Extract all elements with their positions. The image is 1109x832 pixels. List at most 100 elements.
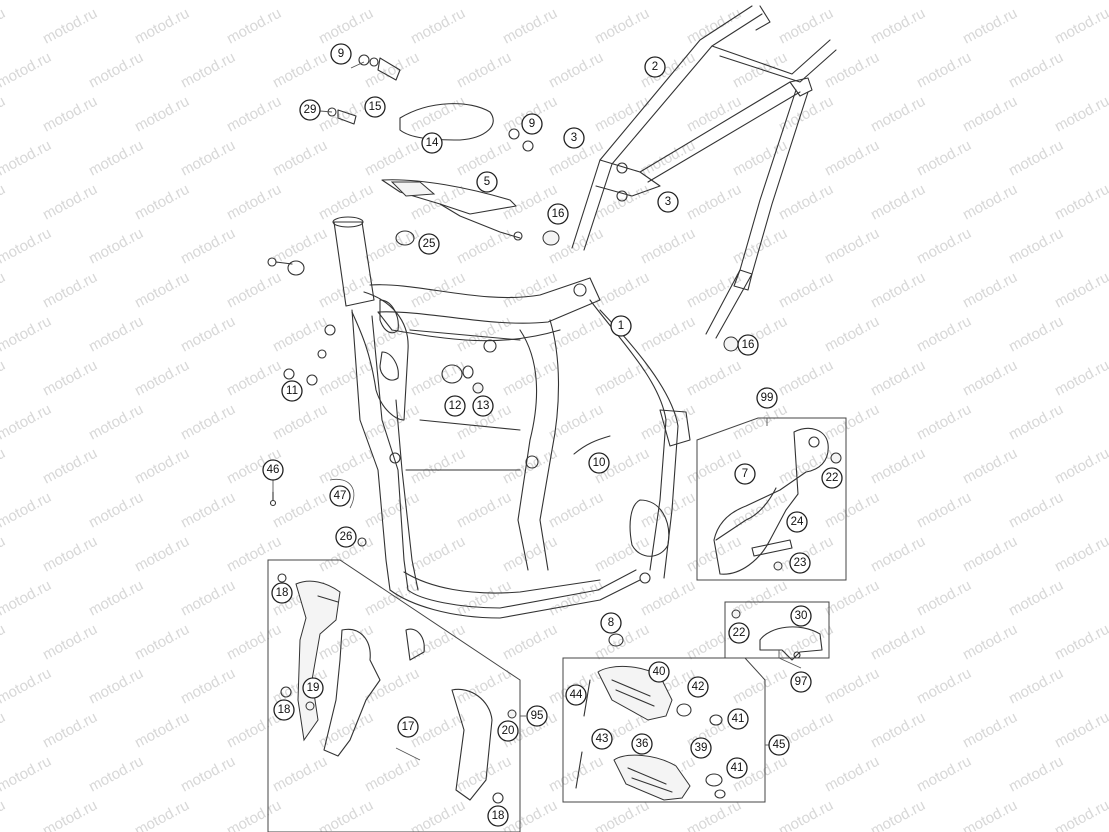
callout-7: 7 (734, 463, 756, 485)
svg-text:30: 30 (795, 610, 808, 622)
svg-text:42: 42 (692, 681, 705, 693)
svg-text:17: 17 (402, 721, 415, 733)
callout-3: 3 (657, 191, 679, 213)
svg-text:15: 15 (369, 101, 382, 113)
svg-text:26: 26 (340, 531, 353, 543)
callout-1: 1 (610, 315, 632, 337)
svg-text:23: 23 (794, 557, 807, 569)
callout-30: 30 (790, 605, 812, 627)
callout-9: 9 (521, 113, 543, 135)
callout-18: 18 (273, 699, 295, 721)
callout-20: 20 (497, 720, 519, 742)
callout-42: 42 (687, 676, 709, 698)
group-95-box (267, 559, 521, 832)
callout-25: 25 (418, 233, 440, 255)
svg-text:2: 2 (652, 61, 658, 73)
svg-text:95: 95 (531, 710, 544, 722)
callout-13: 13 (472, 395, 494, 417)
callout-8: 8 (600, 612, 622, 634)
callout-14: 14 (421, 132, 443, 154)
svg-text:10: 10 (593, 457, 606, 469)
callout-40: 40 (648, 661, 670, 683)
svg-text:20: 20 (502, 725, 515, 737)
callout-3: 3 (563, 127, 585, 149)
svg-text:25: 25 (423, 238, 436, 250)
svg-text:41: 41 (731, 762, 744, 774)
svg-text:97: 97 (795, 676, 808, 688)
callout-46: 46 (262, 459, 284, 481)
callout-16: 16 (547, 203, 569, 225)
callout-9: 9 (330, 43, 352, 65)
callout-45: 45 (768, 734, 790, 756)
svg-text:11: 11 (286, 385, 298, 397)
svg-text:41: 41 (732, 713, 745, 725)
callout-22: 22 (821, 467, 843, 489)
svg-text:44: 44 (570, 689, 583, 701)
callout-44: 44 (565, 684, 587, 706)
svg-text:36: 36 (636, 738, 649, 750)
callout-29: 29 (299, 99, 321, 121)
callout-12: 12 (444, 395, 466, 417)
callout-23: 23 (789, 552, 811, 574)
svg-text:12: 12 (449, 400, 462, 412)
callout-5: 5 (476, 171, 498, 193)
callout-41: 41 (726, 757, 748, 779)
svg-text:9: 9 (529, 118, 535, 130)
svg-text:24: 24 (791, 516, 804, 528)
svg-text:16: 16 (552, 208, 565, 220)
callout-2: 2 (644, 56, 666, 78)
callout-16: 16 (737, 334, 759, 356)
callout-43: 43 (591, 728, 613, 750)
svg-text:9: 9 (338, 48, 344, 60)
svg-text:46: 46 (267, 464, 280, 476)
callout-18: 18 (271, 582, 293, 604)
leader-lines (272, 61, 802, 746)
rear-subframe (571, 5, 837, 339)
callout-39: 39 (690, 737, 712, 759)
group-97-box (724, 601, 830, 661)
svg-text:3: 3 (665, 196, 671, 208)
svg-text:99: 99 (761, 392, 774, 404)
callout-18: 18 (487, 805, 509, 827)
group-99-box (696, 417, 847, 581)
svg-text:39: 39 (695, 742, 708, 754)
svg-text:8: 8 (608, 617, 614, 629)
svg-text:47: 47 (334, 490, 347, 502)
callout-24: 24 (786, 511, 808, 533)
svg-text:3: 3 (571, 132, 577, 144)
svg-text:18: 18 (492, 810, 505, 822)
svg-text:14: 14 (426, 137, 439, 149)
svg-text:5: 5 (484, 176, 490, 188)
svg-text:43: 43 (596, 733, 609, 745)
svg-text:1: 1 (618, 320, 624, 332)
callout-17: 17 (397, 716, 419, 738)
svg-text:29: 29 (304, 104, 317, 116)
svg-text:22: 22 (826, 472, 839, 484)
svg-text:45: 45 (773, 739, 786, 751)
main-frame (317, 216, 691, 619)
svg-text:40: 40 (653, 666, 666, 678)
svg-text:18: 18 (278, 704, 291, 716)
callout-95: 95 (526, 705, 548, 727)
callout-36: 36 (631, 733, 653, 755)
callout-97: 97 (790, 671, 812, 693)
callout-11: 11 (281, 380, 303, 402)
callout-41: 41 (727, 708, 749, 730)
callout-22: 22 (728, 622, 750, 644)
svg-text:22: 22 (733, 627, 746, 639)
callout-99: 99 (756, 387, 778, 409)
svg-text:18: 18 (276, 587, 289, 599)
callout-15: 15 (364, 96, 386, 118)
callout-19: 19 (302, 677, 324, 699)
svg-text:13: 13 (477, 400, 490, 412)
svg-text:16: 16 (742, 339, 755, 351)
callout-47: 47 (329, 485, 351, 507)
svg-text:19: 19 (307, 682, 320, 694)
callout-labels: 9 15 29 9 14 2 3 5 3 16 25 1 16 11 12 13… (262, 43, 843, 827)
callout-26: 26 (335, 526, 357, 548)
callout-10: 10 (588, 452, 610, 474)
top-fasteners (267, 54, 739, 647)
